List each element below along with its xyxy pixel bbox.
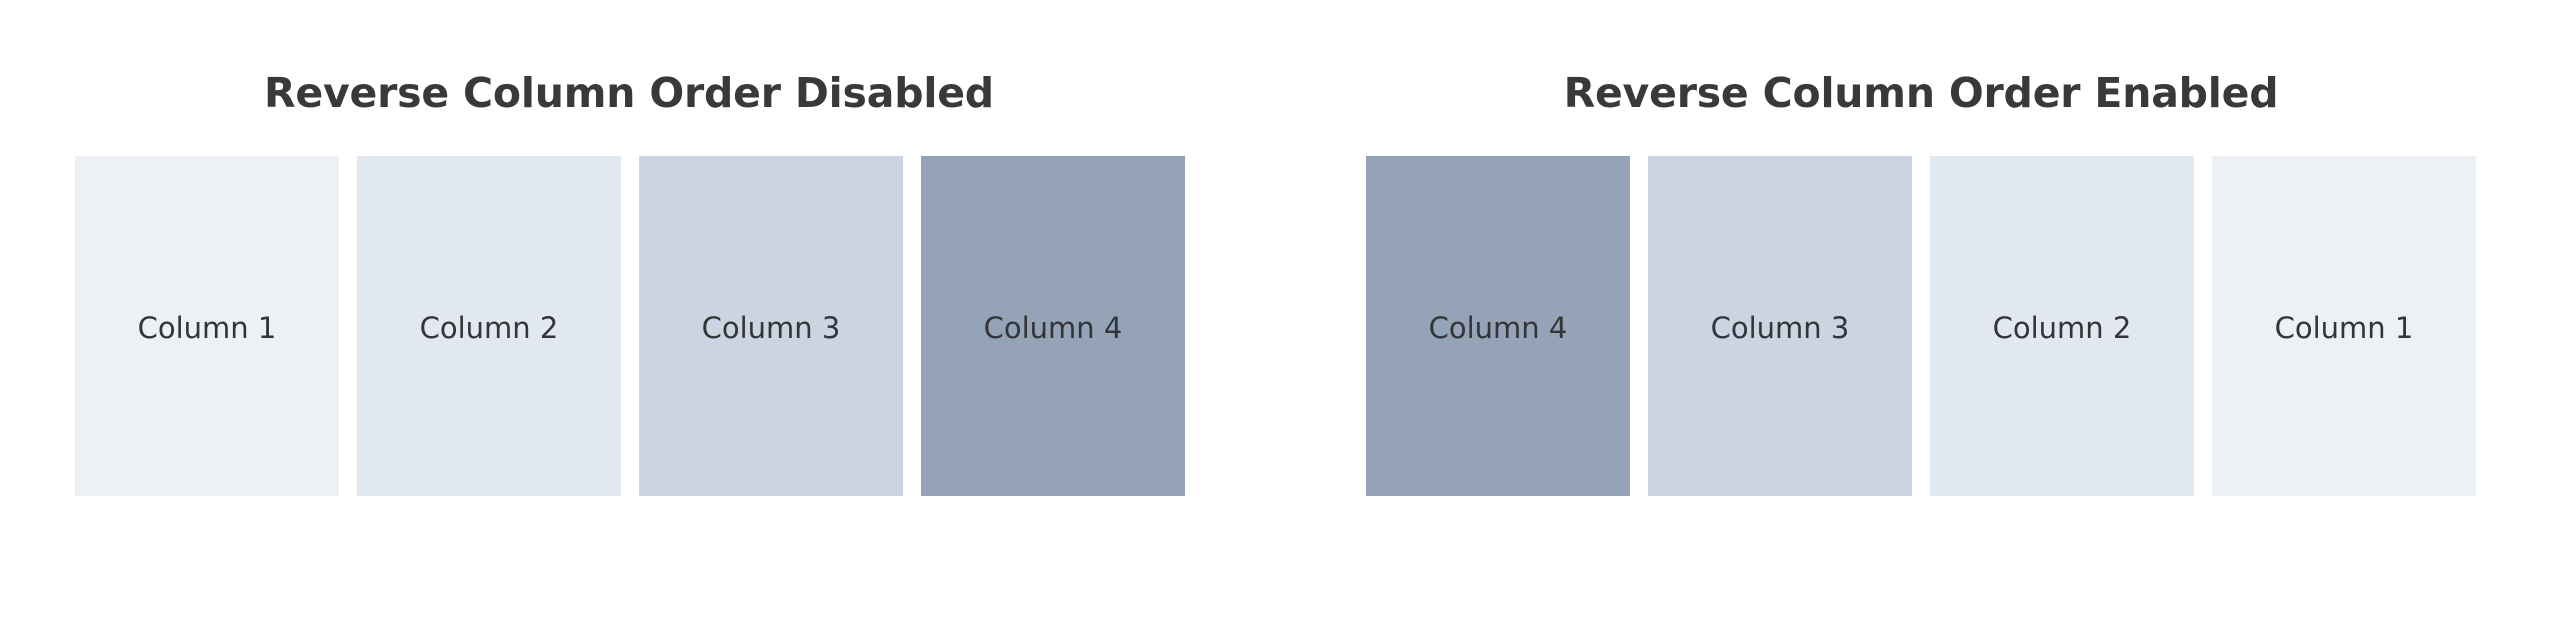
panel-title-reverse-enabled: Reverse Column Order Enabled — [1563, 69, 2279, 117]
column-block-1[interactable]: Column 1 — [2212, 156, 2476, 496]
column-label-4: Column 4 — [1428, 310, 1568, 345]
column-block-3[interactable]: Column 3 — [639, 156, 903, 496]
panel-reverse-disabled: Reverse Column Order Disabled Column 1 C… — [75, 69, 1185, 496]
column-label-3: Column 3 — [701, 310, 841, 345]
column-block-4[interactable]: Column 4 — [921, 156, 1185, 496]
column-block-1[interactable]: Column 1 — [75, 156, 339, 496]
column-label-4: Column 4 — [983, 310, 1123, 345]
panel-title-reverse-disabled: Reverse Column Order Disabled — [264, 69, 994, 117]
column-label-2: Column 2 — [1992, 310, 2132, 345]
column-group-reverse-disabled: Column 1 Column 2 Column 3 Column 4 — [75, 156, 1185, 496]
column-label-2: Column 2 — [419, 310, 559, 345]
column-block-2[interactable]: Column 2 — [357, 156, 621, 496]
panel-reverse-enabled: Reverse Column Order Enabled Column 1 Co… — [1280, 0, 2560, 629]
column-block-2[interactable]: Column 2 — [1930, 156, 2194, 496]
column-block-4[interactable]: Column 4 — [1366, 156, 1630, 496]
column-group-reverse-enabled: Column 1 Column 2 Column 3 Column 4 — [1366, 156, 2476, 496]
column-label-1: Column 1 — [137, 310, 277, 345]
column-label-3: Column 3 — [1710, 310, 1850, 345]
column-block-3[interactable]: Column 3 — [1648, 156, 1912, 496]
column-label-1: Column 1 — [2274, 310, 2414, 345]
